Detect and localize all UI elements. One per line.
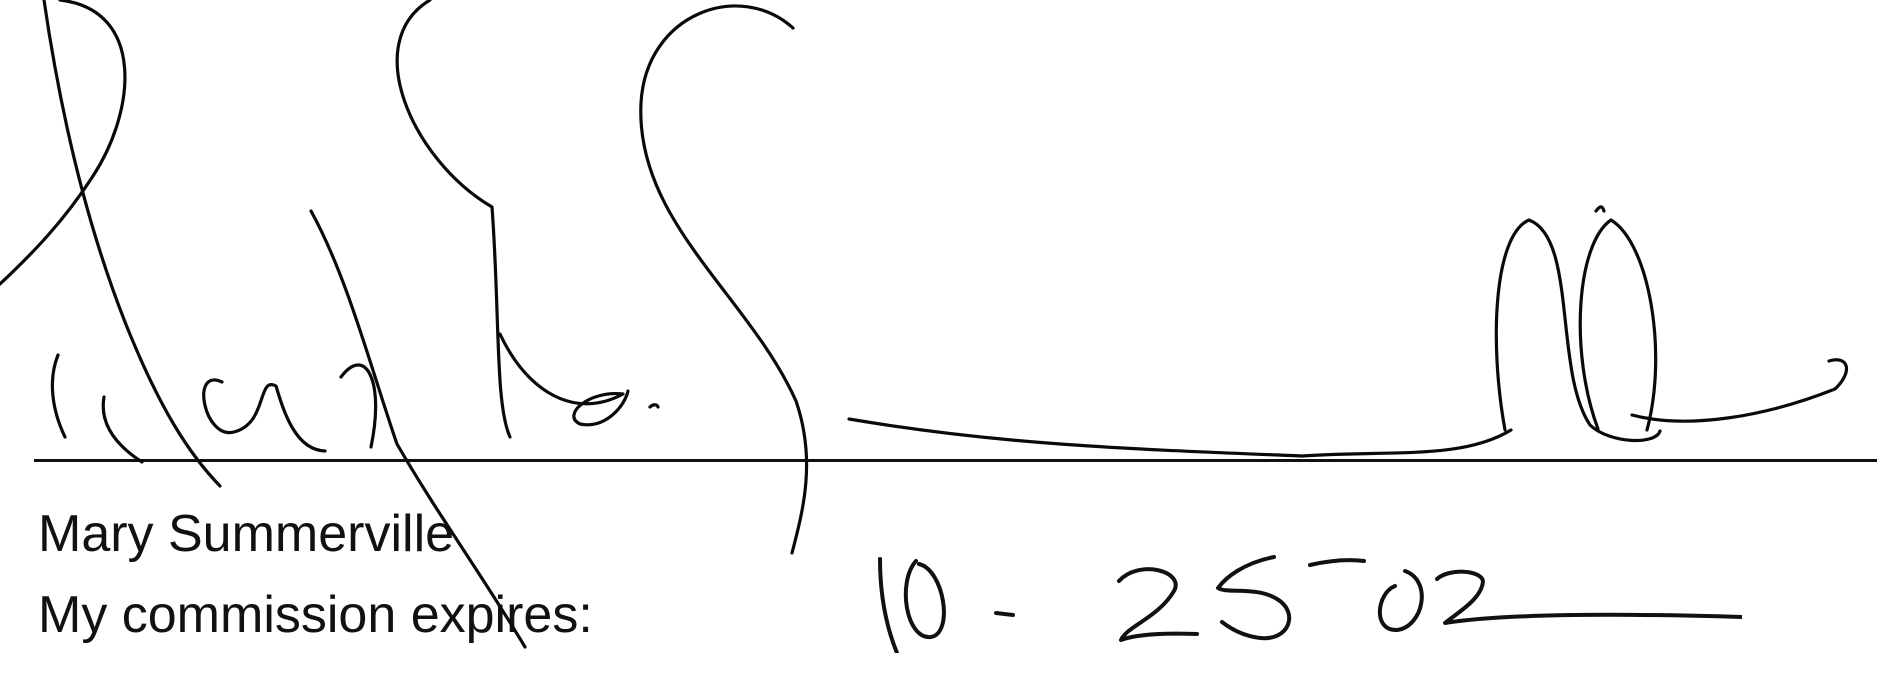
commission-expiration-label: My commission expires: bbox=[38, 586, 593, 644]
handwritten-commission-date bbox=[878, 555, 1742, 653]
signature-line bbox=[34, 459, 1877, 462]
signer-name: Mary Summerville bbox=[38, 505, 455, 563]
